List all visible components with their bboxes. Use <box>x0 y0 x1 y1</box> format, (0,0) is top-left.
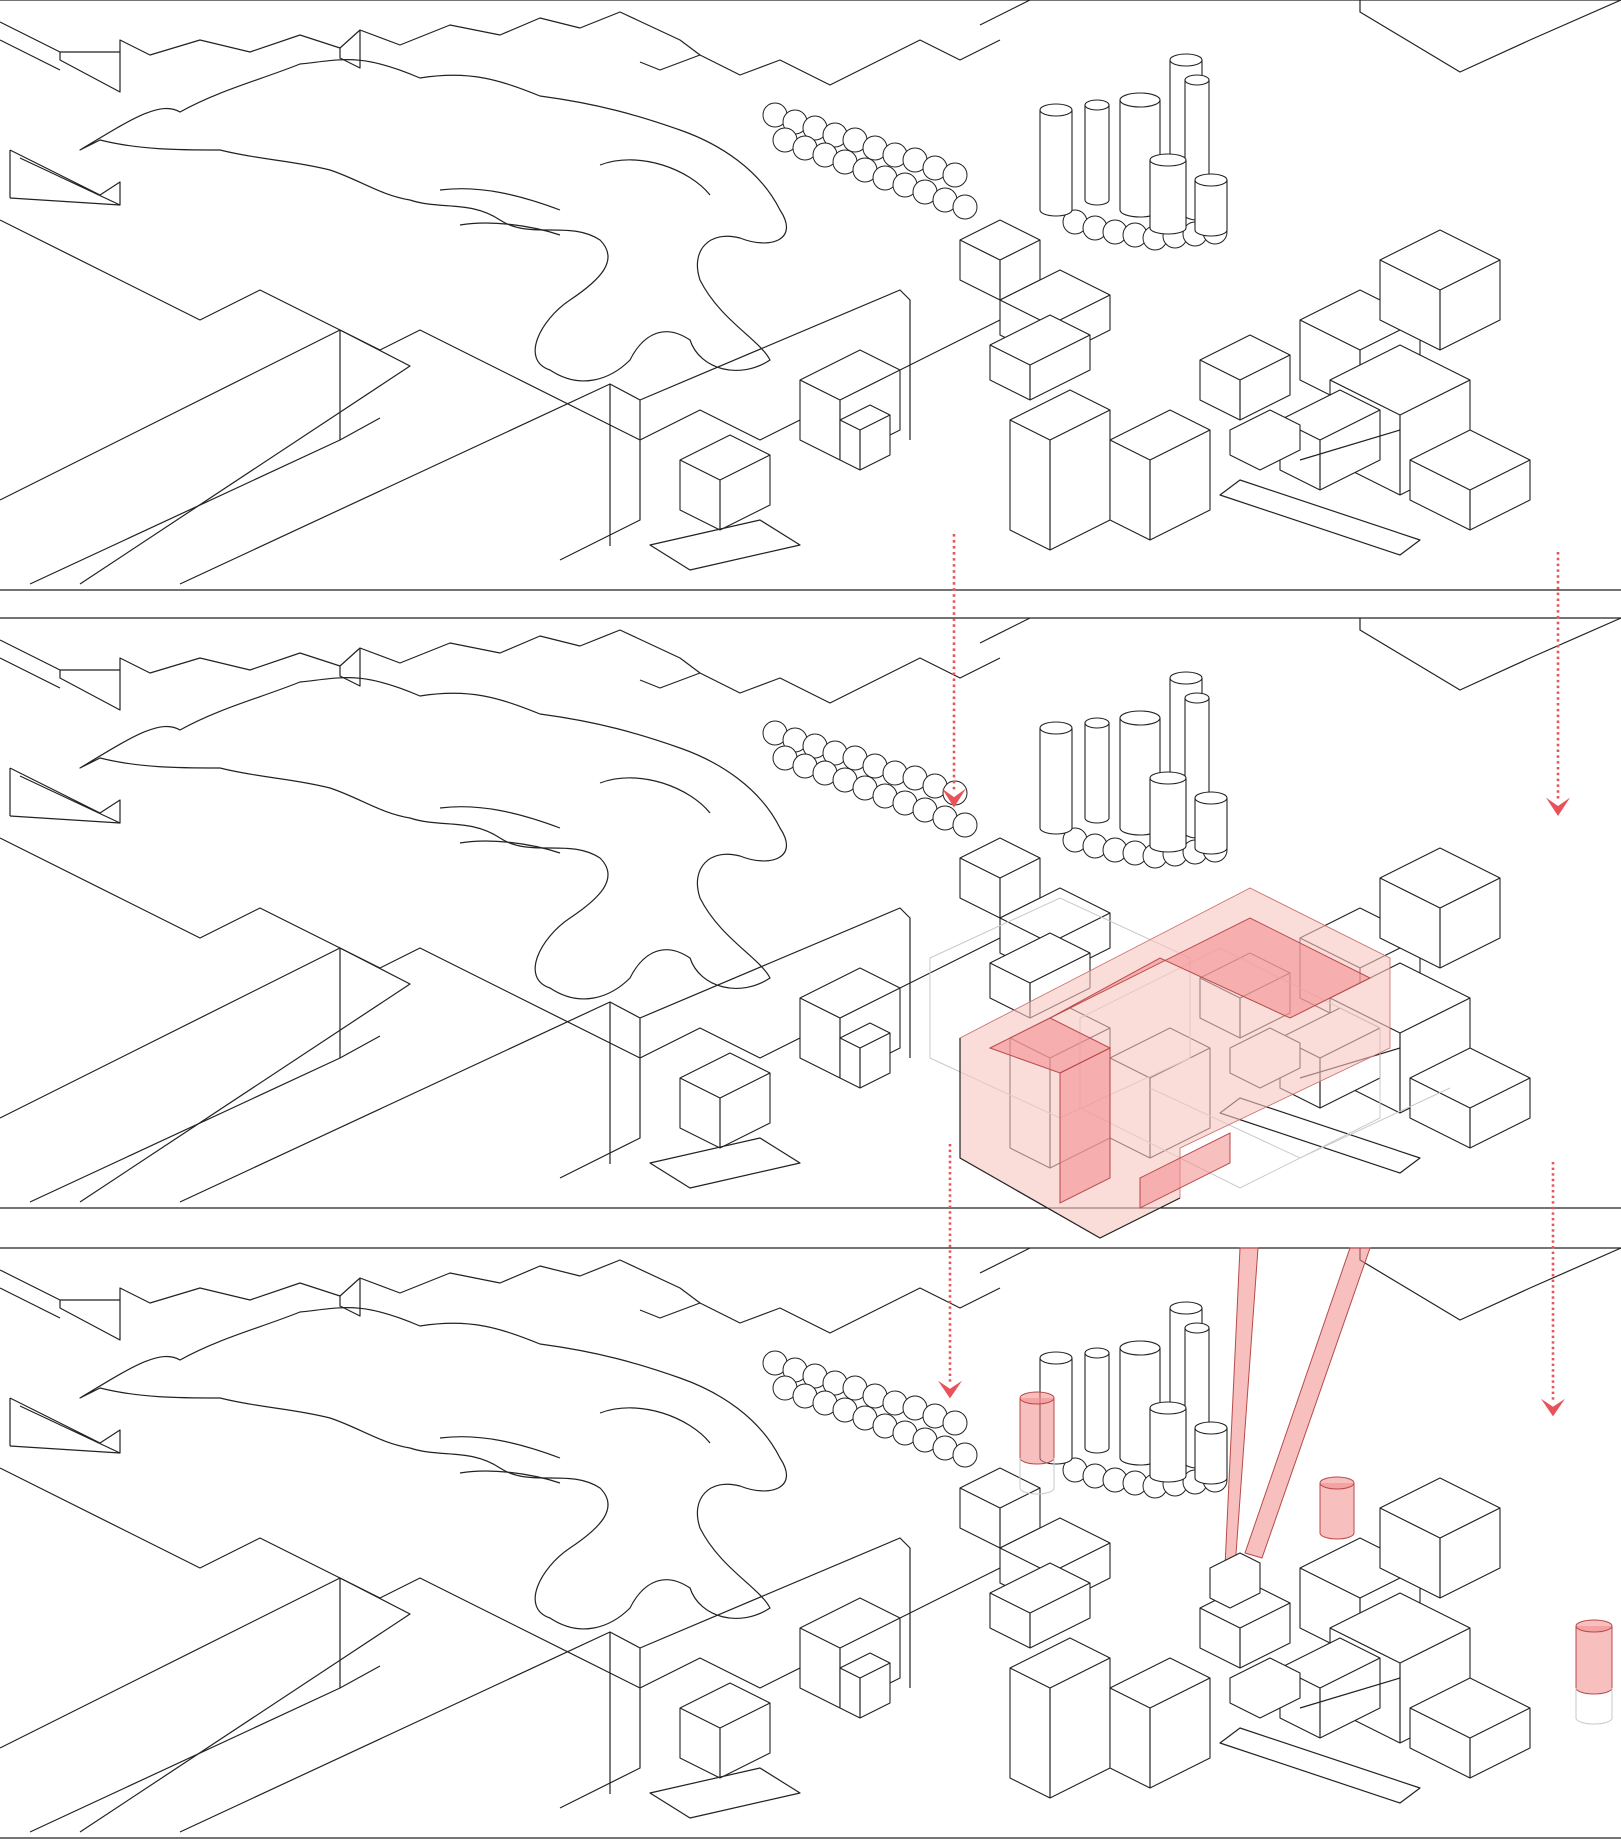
down-arrow-icon <box>1546 552 1570 816</box>
down-arrow-icon <box>1541 1162 1565 1416</box>
panel-urban-block-intervention <box>0 534 1621 1238</box>
down-arrow-icon <box>938 1144 962 1398</box>
panel-vertical-connections <box>0 1144 1621 1838</box>
panel-existing-city <box>0 0 1621 590</box>
